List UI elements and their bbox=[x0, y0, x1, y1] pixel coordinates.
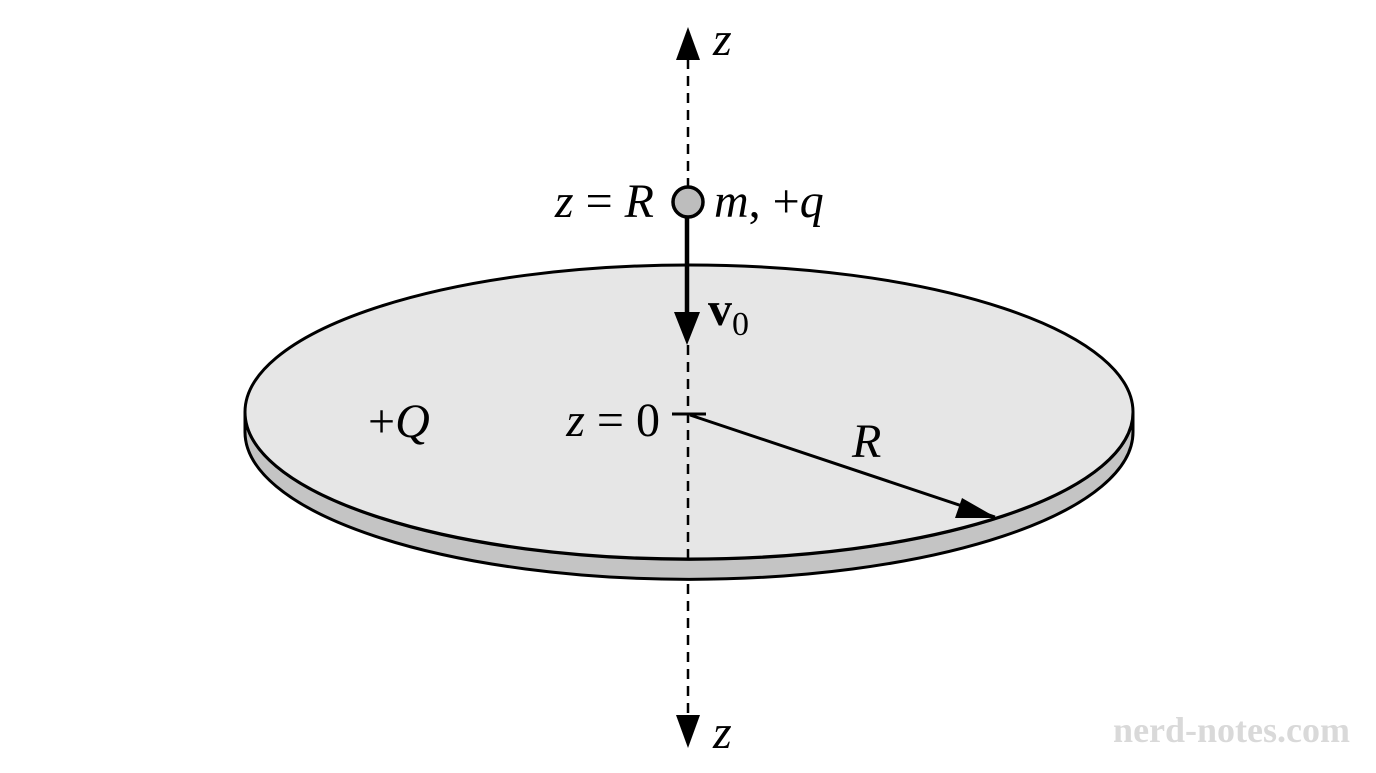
radius-label: R bbox=[851, 415, 881, 468]
radius-arrow bbox=[689, 413, 996, 519]
watermark: nerd-notes.com bbox=[1113, 710, 1350, 750]
origin-label: z = 0 bbox=[565, 394, 660, 447]
z-axis-bottom-arrowhead bbox=[676, 715, 700, 748]
radius-arrowhead bbox=[955, 498, 997, 518]
velocity-label: v0 bbox=[708, 283, 749, 343]
disk-charge-label: +Q bbox=[368, 395, 430, 448]
velocity-arrowhead bbox=[674, 312, 700, 345]
z-axis-top-arrowhead bbox=[676, 27, 700, 60]
z-axis-bottom-label: z bbox=[712, 706, 732, 759]
z-axis-top-label: z bbox=[712, 13, 732, 66]
particle-properties-label: m, +q bbox=[714, 175, 824, 228]
particle-position-label: z = R bbox=[554, 175, 654, 228]
particle bbox=[671, 185, 705, 219]
